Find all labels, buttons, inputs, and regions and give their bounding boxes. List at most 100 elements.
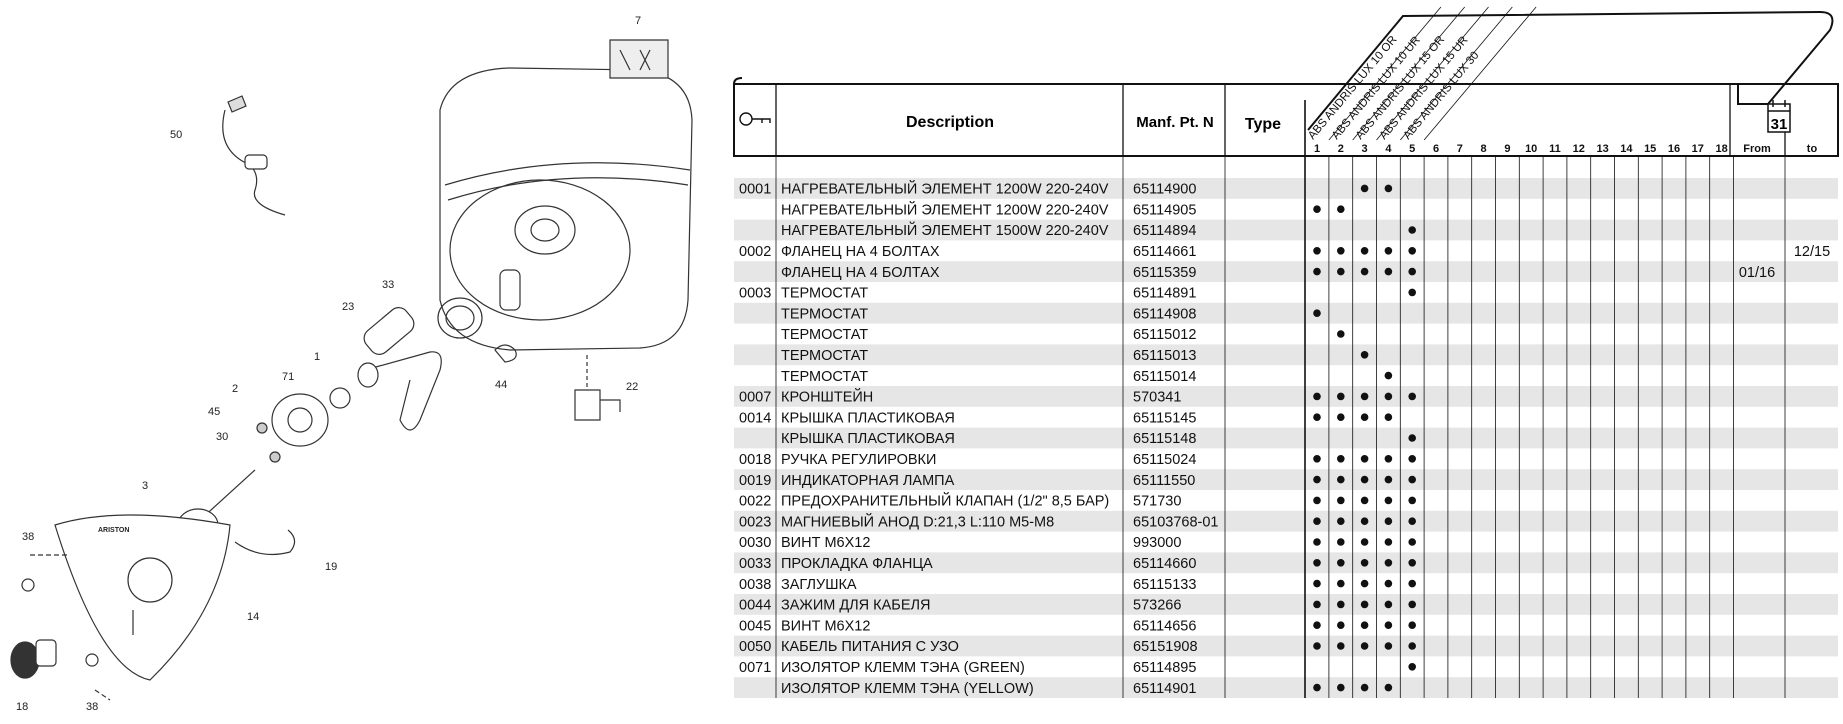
- model-column-number: 13: [1596, 143, 1608, 155]
- row-part-number: 65115012: [1133, 327, 1196, 343]
- applicability-dot: [1337, 247, 1345, 255]
- terminal-insulator: [329, 387, 351, 409]
- svg-text:33: 33: [382, 279, 394, 291]
- row-description: ЗАГЛУШКА: [781, 577, 857, 593]
- row-code: 0044: [739, 598, 771, 614]
- svg-text:1: 1: [314, 351, 320, 363]
- applicability-dot: [1337, 330, 1345, 338]
- row-code: 0033: [739, 556, 771, 572]
- row-part-number: 65111550: [1133, 473, 1195, 489]
- key-icon: [739, 112, 771, 126]
- row-part-number: 65114891: [1133, 286, 1196, 302]
- applicability-dot: [1384, 559, 1393, 567]
- row-stripe: [734, 261, 1838, 282]
- applicability-dot: [1313, 538, 1321, 546]
- applicability-dot: [1384, 247, 1393, 255]
- row-description: ТЕРМОСТАТ: [781, 286, 868, 302]
- row-code: 0030: [739, 535, 771, 551]
- row-part-number: 65115133: [1133, 577, 1196, 593]
- applicability-dot: [1360, 579, 1369, 588]
- safety-valve: [574, 389, 601, 421]
- applicability-dot: [1408, 663, 1416, 671]
- applicability-dot: [1384, 538, 1393, 546]
- applicability-dot: [1384, 642, 1393, 650]
- header-description: Description: [906, 114, 994, 131]
- applicability-dot: [1360, 496, 1369, 505]
- applicability-dot: [1384, 267, 1393, 276]
- applicability-dot: [1360, 600, 1369, 609]
- applicability-dot: [1360, 642, 1369, 650]
- row-stripe: [734, 594, 1838, 615]
- applicability-dot: [1408, 559, 1416, 567]
- header-manf-pt: Manf. Pt. N: [1136, 114, 1214, 131]
- header-type: Type: [1245, 116, 1281, 133]
- calendar-icon: 31: [1767, 100, 1791, 133]
- row-part-number: 65114900: [1133, 182, 1196, 198]
- applicability-dot: [1384, 371, 1393, 380]
- row-description: ВИНТ M6X12: [781, 535, 870, 551]
- row-code: 0038: [739, 577, 771, 593]
- applicability-dot: [1408, 226, 1416, 234]
- applicability-dot: [1313, 642, 1321, 650]
- exploded-diagram: 7 50 33 23 1 71 2 45 30 44 22 3 38 19 14…: [10, 15, 693, 713]
- row-code: 0019: [739, 473, 771, 489]
- svg-text:7: 7: [635, 15, 641, 27]
- applicability-dot: [1337, 392, 1345, 401]
- row-part-number: 573266: [1133, 598, 1181, 614]
- row-description: РУЧКА РЕГУЛИРОВКИ: [781, 452, 936, 468]
- applicability-dot: [1360, 455, 1369, 463]
- applicability-dot: [1313, 475, 1321, 484]
- applicability-dot: [1313, 579, 1321, 588]
- applicability-dot: [1408, 517, 1416, 525]
- magnesium-anode: [363, 307, 415, 355]
- row-part-number: 65114656: [1133, 618, 1196, 634]
- row-code: 0071: [739, 660, 771, 676]
- applicability-dot: [1408, 621, 1416, 629]
- row-part-number: 571730: [1133, 494, 1181, 510]
- indicator-lamp-wire: [234, 529, 296, 555]
- header-from: From: [1743, 143, 1771, 155]
- row-part-number: 65115145: [1133, 410, 1196, 426]
- row-part-number: 65114895: [1133, 660, 1196, 676]
- row-part-number: 65114661: [1133, 244, 1196, 260]
- applicability-dot: [1313, 309, 1321, 318]
- row-description: ПРОКЛАДКА ФЛАНЦА: [781, 556, 933, 572]
- applicability-dot: [1360, 621, 1369, 629]
- row-part-number: 993000: [1133, 535, 1181, 551]
- screw: [269, 451, 281, 463]
- row-part-number: 65115013: [1133, 348, 1196, 364]
- grid-lines: [775, 100, 1786, 698]
- row-stripe: [734, 344, 1838, 366]
- applicability-dot: [1313, 600, 1321, 609]
- model-column-number: 4: [1385, 143, 1392, 155]
- applicability-dot: [1384, 392, 1393, 401]
- row-code: 0007: [739, 390, 771, 406]
- applicability-dot: [1337, 267, 1345, 276]
- tank-opening: [449, 179, 631, 321]
- row-description: ФЛАНЕЦ НА 4 БОЛТАХ: [781, 244, 940, 260]
- applicability-dot: [1360, 267, 1369, 276]
- table-row: 0038 ЗАГЛУШКА 65115133: [739, 577, 1416, 593]
- applicability-dot: [1360, 413, 1369, 422]
- row-part-number: 65115359: [1133, 265, 1196, 281]
- row-description: МАГНИЕВЫЙ АНОД D:21,3 L:110 M5-M8: [781, 512, 1054, 530]
- applicability-dot: [1313, 683, 1321, 692]
- row-stripe: [734, 178, 1838, 199]
- row-part-number: 65114901: [1133, 681, 1196, 697]
- screw: [256, 422, 268, 434]
- row-part-number: 65114905: [1133, 202, 1196, 218]
- power-cable: [222, 109, 286, 216]
- applicability-dot: [1408, 247, 1416, 255]
- applicability-dot: [1360, 475, 1369, 484]
- applicability-dot: [1408, 455, 1416, 463]
- row-description: ТЕРМОСТАТ: [781, 327, 868, 343]
- model-column-number: 16: [1668, 143, 1680, 155]
- row-part-number: 65151908: [1133, 639, 1198, 655]
- applicability-dot: [1337, 600, 1345, 609]
- svg-text:38: 38: [22, 531, 34, 543]
- flange: [271, 393, 329, 447]
